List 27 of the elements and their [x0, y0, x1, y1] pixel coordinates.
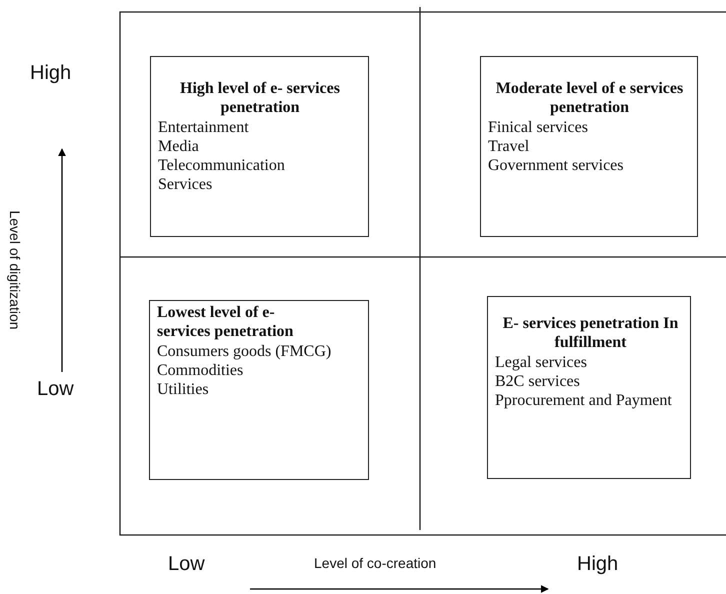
list-item: Government services [488, 156, 625, 175]
axis-end-label: Low [37, 378, 74, 401]
axis-title: Level of digitization [7, 210, 23, 330]
axis-end-label: High [30, 62, 72, 85]
box-heading: Lowest level of e- services penetration [157, 303, 294, 341]
list-item: Consumers goods (FMCG) [157, 342, 332, 361]
list-item: Commodities [157, 361, 244, 380]
category-box [487, 296, 691, 479]
category-box [149, 300, 369, 480]
axis-end-label: Low [168, 553, 205, 576]
list-item: Pprocurement and Payment [495, 391, 673, 410]
list-item: B2C services [495, 372, 581, 391]
box-heading: High level of e- services penetration [179, 79, 341, 117]
list-item: Services [158, 175, 214, 194]
list-item: Travel [488, 137, 530, 156]
axis-title: Level of co-creation [314, 555, 436, 571]
category-box [480, 56, 698, 237]
category-box [150, 56, 369, 237]
list-item: Utilities [157, 380, 210, 399]
box-heading: E- services penetration In fulfillment [502, 314, 680, 352]
list-item: Finical services [488, 118, 589, 137]
axis-end-label: High [577, 553, 618, 576]
list-item: Legal services [495, 353, 588, 372]
list-item: Telecommunication [158, 156, 286, 175]
box-heading: Moderate level of e services penetration [494, 79, 684, 117]
list-item: Entertainment [158, 118, 250, 137]
list-item: Media [158, 137, 200, 156]
